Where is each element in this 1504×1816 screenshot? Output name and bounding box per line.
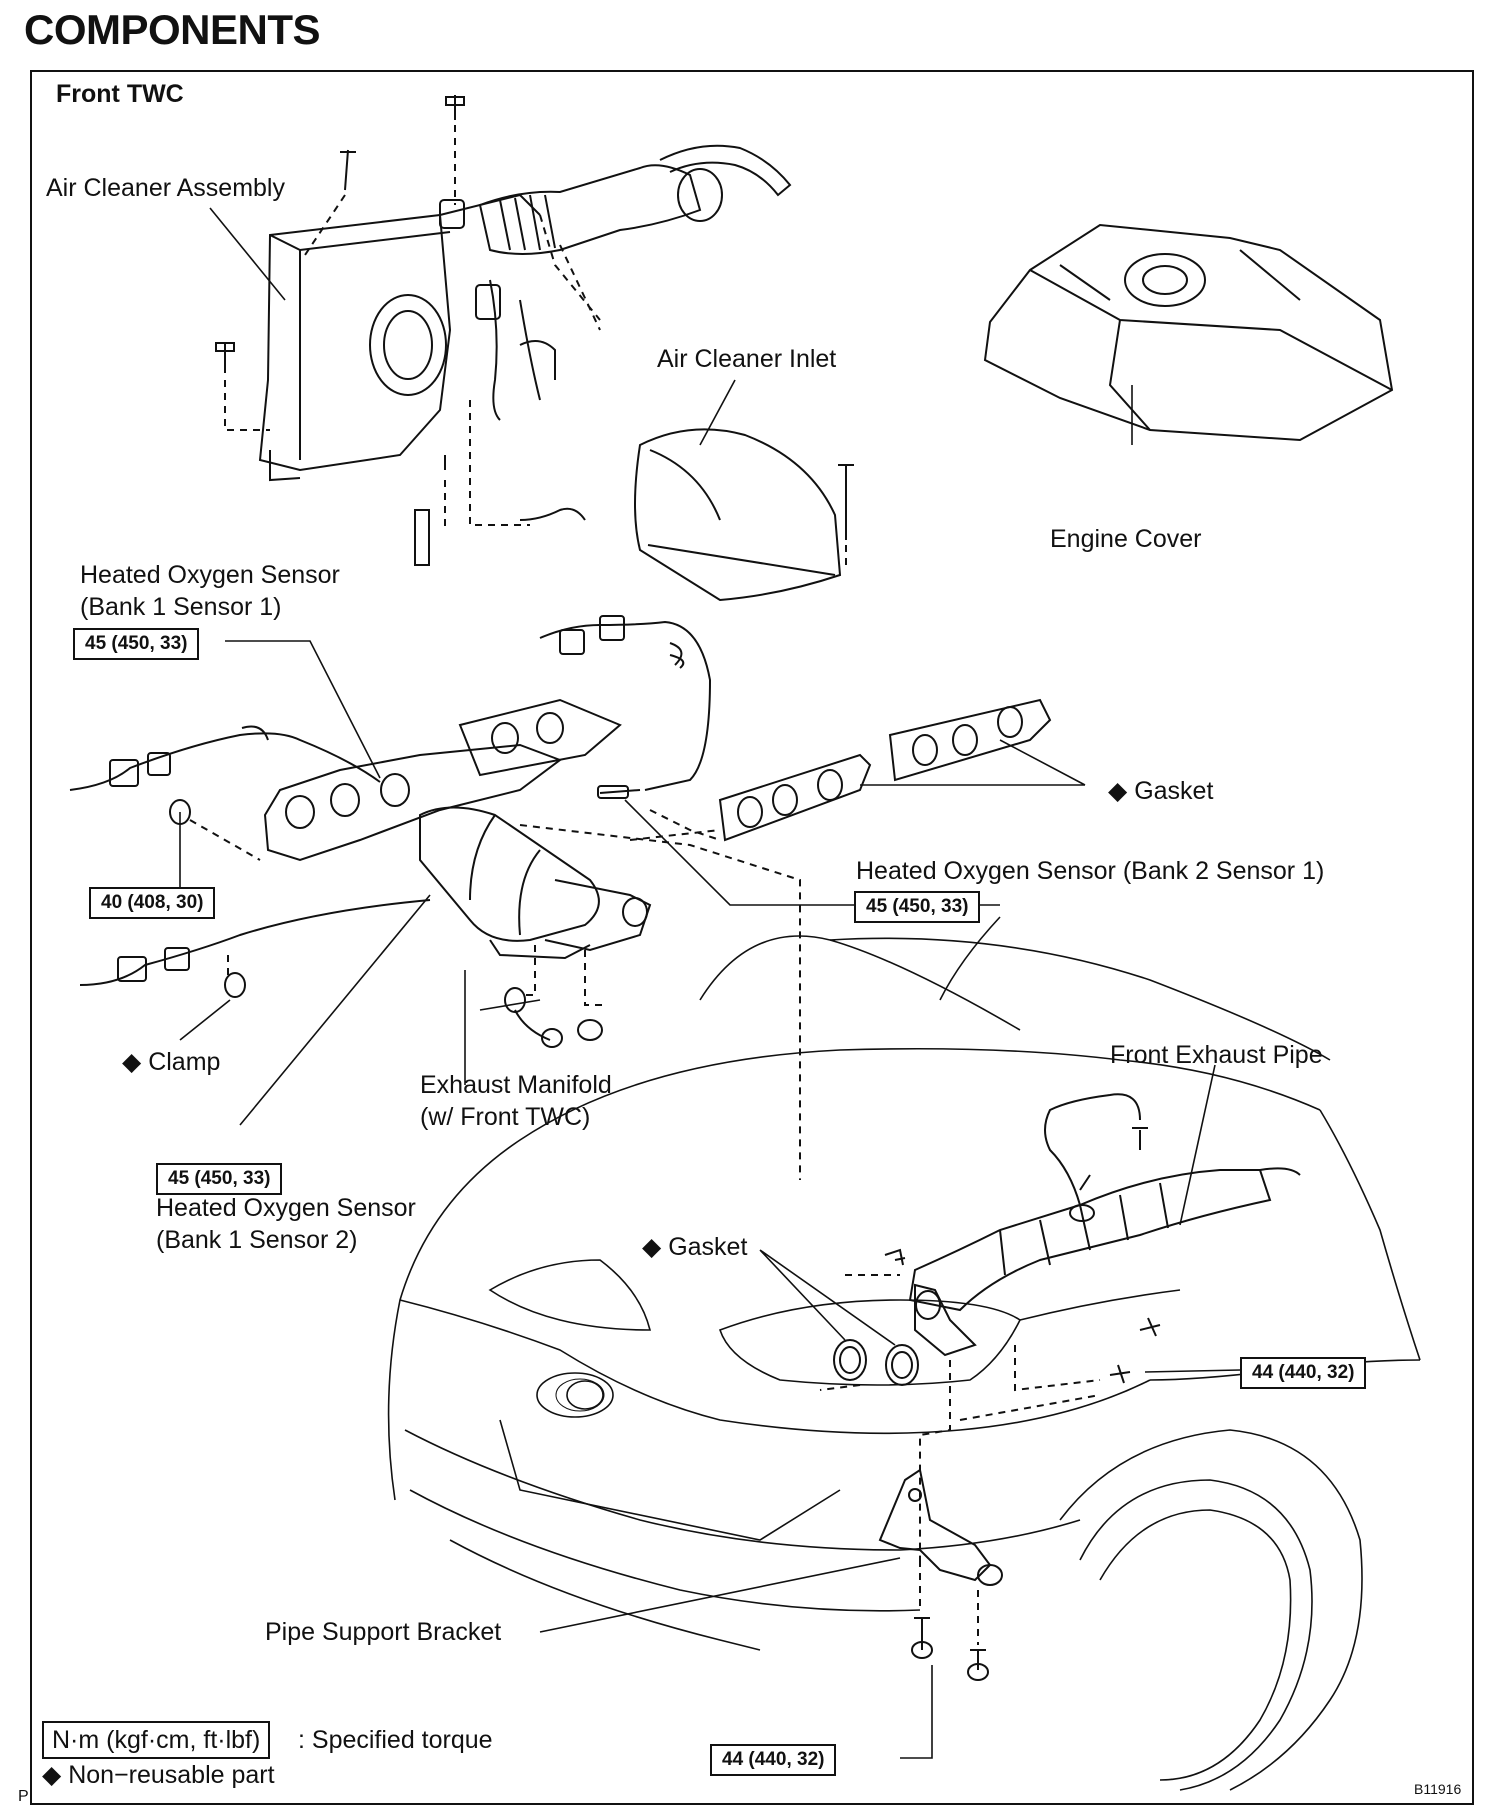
label-hos-bank1-sensor1-line2: (Bank 1 Sensor 1): [80, 593, 282, 621]
page-title: COMPONENTS: [24, 6, 321, 53]
leader-lines: [179, 207, 1241, 1759]
torque-nut-40: 40 (408, 30): [89, 887, 216, 919]
air-cleaner-assembly-drawing: [215, 95, 792, 566]
label-hos-bank1-sensor2-line2: (Bank 1 Sensor 2): [156, 1226, 358, 1254]
label-hos-bank2-sensor1: Heated Oxygen Sensor (Bank 2 Sensor 1): [856, 857, 1325, 885]
label-exhaust-manifold-line1: Exhaust Manifold: [420, 1071, 612, 1099]
diamond-icon: ◆: [1108, 777, 1128, 805]
label-air-cleaner-assembly: Air Cleaner Assembly: [46, 174, 285, 202]
legend-nonreusable-text: Non−reusable part: [68, 1761, 275, 1789]
corner-mark: P: [18, 1788, 29, 1805]
label-hos-bank1-sensor1-line1: Heated Oxygen Sensor: [80, 561, 340, 589]
diamond-icon: ◆: [122, 1048, 142, 1076]
gasket-upper-text: Gasket: [1134, 777, 1214, 805]
figure-code: B11916: [1414, 1781, 1462, 1797]
label-clamp: ◆ Clamp: [122, 1047, 220, 1078]
label-exhaust-manifold-line2: (w/ Front TWC): [420, 1103, 591, 1131]
torque-b2s1: 45 (450, 33): [854, 891, 981, 923]
torque-bracket-bolt: 44 (440, 32): [710, 1744, 837, 1776]
engine-cover-drawing: [983, 223, 1394, 442]
torque-pipe-bolt: 44 (440, 32): [1240, 1357, 1367, 1389]
vehicle-outline-drawing: [387, 935, 1421, 1791]
legend-torque-desc: : Specified torque: [298, 1726, 493, 1754]
label-hos-bank1-sensor2-line1: Heated Oxygen Sensor: [156, 1194, 416, 1222]
diamond-icon: ◆: [42, 1761, 62, 1789]
label-pipe-support-bracket: Pipe Support Bracket: [265, 1618, 502, 1646]
label-gasket-lower: ◆ Gasket: [642, 1232, 747, 1263]
manifold-gasket-drawing: [519, 698, 1052, 1180]
section-title: Front TWC: [56, 80, 184, 108]
clamp-text: Clamp: [148, 1048, 221, 1076]
legend-nonreusable: ◆ Non−reusable part: [42, 1760, 275, 1790]
air-cleaner-inlet-drawing: [634, 428, 854, 602]
diagram-frame: [30, 70, 1474, 1805]
label-engine-cover: Engine Cover: [1050, 525, 1202, 553]
torque-b1s1: 45 (450, 33): [73, 628, 200, 660]
diamond-icon: ◆: [642, 1233, 662, 1261]
front-exhaust-pipe-drawing: [819, 1093, 1301, 1560]
label-gasket-upper: ◆ Gasket: [1108, 776, 1213, 807]
legend-torque-unit: N·m (kgf·cm, ft·lbf): [42, 1721, 271, 1759]
label-air-cleaner-inlet: Air Cleaner Inlet: [657, 345, 837, 373]
gasket-lower-text: Gasket: [668, 1233, 748, 1261]
pipe-support-bracket-drawing: [878, 1468, 1003, 1681]
label-front-exhaust-pipe: Front Exhaust Pipe: [1110, 1041, 1323, 1069]
exhaust-manifold-drawing: [69, 615, 712, 1048]
torque-b1s2: 45 (450, 33): [156, 1163, 283, 1195]
